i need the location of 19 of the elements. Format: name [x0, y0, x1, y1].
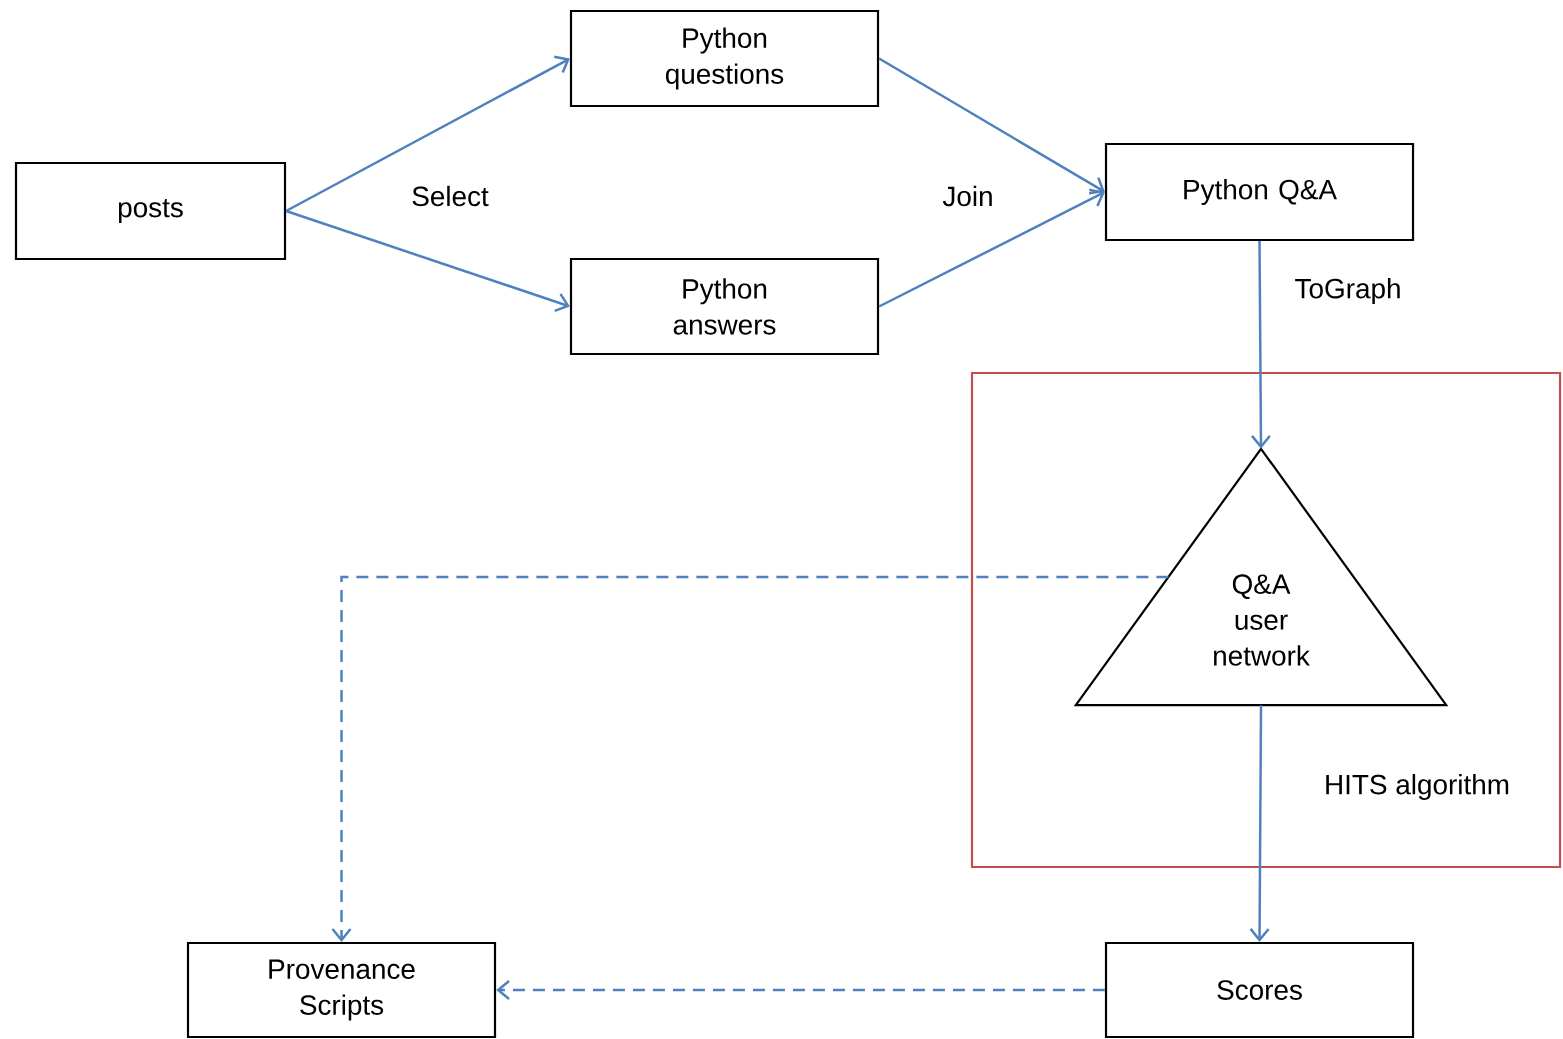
process-box: Scores [1104, 941, 1415, 1039]
arrow [1250, 241, 1271, 449]
arrow [285, 209, 570, 313]
arrow [878, 188, 1105, 308]
arrow [285, 55, 570, 213]
process-box: Python answers [569, 257, 880, 356]
edge-label: ToGraph [1292, 276, 1404, 306]
operation-label: Select [412, 185, 489, 207]
process-box: posts [14, 161, 287, 261]
arrow [496, 980, 1105, 1000]
process-box: Python Q&A [1104, 142, 1415, 242]
arrow [1249, 705, 1270, 942]
arrow [878, 57, 1105, 195]
edge-label: HITS algorithm [1322, 772, 1513, 802]
arrow [331, 575, 1169, 942]
operation-label: Join [942, 185, 992, 207]
frame-box [970, 371, 1562, 869]
process-box: Python questions [569, 9, 880, 108]
process-box: Provenance Scripts [186, 941, 497, 1039]
